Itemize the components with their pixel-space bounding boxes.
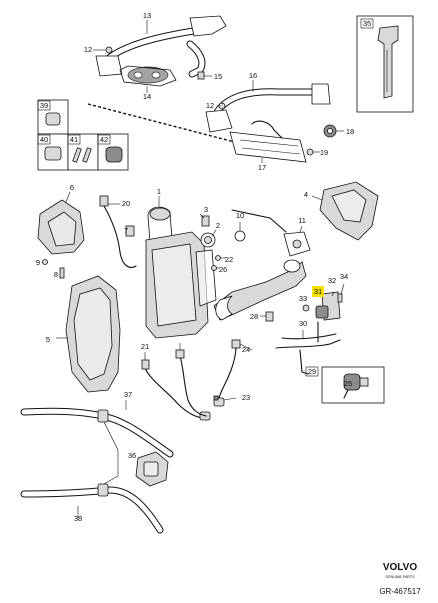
part-18-grommet[interactable] bbox=[323, 124, 337, 138]
callout-40: 40 bbox=[40, 135, 48, 144]
callout-31: 31 bbox=[314, 287, 322, 296]
brand-block: VOLVO GENUINE PARTS GR-467517 bbox=[379, 562, 421, 596]
part-34-bolt[interactable] bbox=[337, 293, 343, 303]
callout-37: 37 bbox=[124, 390, 132, 399]
callout-frame-39 bbox=[37, 100, 51, 111]
callout-1: 1 bbox=[157, 187, 161, 196]
callout-frame-35 bbox=[360, 18, 374, 29]
callout-35: 35 bbox=[363, 19, 371, 28]
part-37-hose[interactable] bbox=[20, 407, 174, 458]
callout-16: 16 bbox=[249, 71, 257, 80]
callout-19: 19 bbox=[320, 148, 328, 157]
part-1-particle-filter[interactable] bbox=[145, 206, 217, 339]
part-23-connector[interactable] bbox=[213, 395, 225, 407]
kit-box-39[interactable] bbox=[37, 99, 69, 135]
part-4-heat-shield[interactable] bbox=[319, 181, 379, 241]
callout-32: 32 bbox=[328, 276, 336, 285]
part-28-bracket[interactable] bbox=[265, 311, 274, 322]
callout-13: 13 bbox=[143, 11, 151, 20]
kit-box-41[interactable] bbox=[67, 133, 99, 171]
callout-18: 18 bbox=[346, 127, 354, 136]
callout-10: 10 bbox=[236, 211, 244, 220]
kit-box-29[interactable] bbox=[321, 366, 385, 404]
part-12-bolt-a[interactable] bbox=[105, 46, 113, 54]
callout-20: 20 bbox=[122, 199, 130, 208]
callout-22: 22 bbox=[225, 255, 233, 264]
callout-21: 21 bbox=[141, 342, 149, 351]
brand-tagline: GENUINE PARTS bbox=[385, 575, 415, 579]
callout-30: 30 bbox=[299, 319, 307, 328]
part-15-sensor[interactable] bbox=[197, 71, 212, 80]
part-5-heat-shield[interactable] bbox=[65, 275, 121, 393]
callout-9: 9 bbox=[36, 258, 40, 267]
callout-12: 12 bbox=[206, 101, 214, 110]
part-22-bolt[interactable] bbox=[215, 255, 221, 261]
part-13-front-pipe[interactable] bbox=[95, 15, 227, 78]
callout-7: 7 bbox=[124, 226, 128, 235]
callout-38: 38 bbox=[74, 514, 82, 523]
callout-15: 15 bbox=[214, 72, 222, 81]
callout-39: 39 bbox=[40, 101, 48, 110]
part-11-flange[interactable] bbox=[283, 231, 311, 257]
callout-12: 12 bbox=[84, 45, 92, 54]
callout-11: 11 bbox=[298, 216, 306, 225]
rear-pipe[interactable] bbox=[213, 259, 307, 321]
part-10-clamp[interactable] bbox=[234, 230, 246, 242]
part-3-sensor[interactable] bbox=[201, 215, 210, 227]
callout-3: 3 bbox=[204, 205, 208, 214]
kit-box-35[interactable] bbox=[356, 15, 414, 113]
callout-8: 8 bbox=[54, 270, 58, 279]
part-14-gasket[interactable] bbox=[119, 65, 177, 87]
part-8-stud[interactable] bbox=[59, 267, 65, 279]
part-31-highlight bbox=[312, 286, 324, 297]
part-38-hose[interactable] bbox=[20, 483, 164, 534]
kit-box-42[interactable] bbox=[97, 133, 129, 171]
callout-frame-42 bbox=[97, 134, 111, 145]
part-21-sensor[interactable] bbox=[141, 359, 211, 421]
callout-4: 4 bbox=[304, 190, 308, 199]
part-36-clamp-kit[interactable] bbox=[135, 451, 169, 487]
callout-29: 29 bbox=[308, 367, 316, 376]
brand-name: VOLVO bbox=[383, 562, 417, 573]
part-2-gasket[interactable] bbox=[200, 232, 216, 248]
callout-5: 5 bbox=[46, 335, 50, 344]
callout-36: 36 bbox=[128, 451, 136, 460]
part-12-bolt-b[interactable] bbox=[218, 102, 226, 110]
part-26-nut[interactable] bbox=[211, 265, 217, 271]
callout-24: 24 bbox=[242, 345, 250, 354]
part-17-heat-shield[interactable] bbox=[229, 120, 307, 163]
part-24-sensor[interactable] bbox=[217, 339, 241, 401]
callout-frame-29 bbox=[305, 366, 319, 377]
callout-26: 26 bbox=[219, 265, 227, 274]
callout-17: 17 bbox=[258, 163, 266, 172]
callout-41: 41 bbox=[70, 135, 78, 144]
callout-frame-41 bbox=[67, 134, 81, 145]
part-7-sensor[interactable] bbox=[125, 225, 135, 237]
part-20-sensor[interactable] bbox=[99, 195, 137, 269]
diagram-ref: GR-467517 bbox=[379, 587, 421, 596]
callout-34: 34 bbox=[340, 272, 348, 281]
callout-14: 14 bbox=[143, 92, 151, 101]
part-6-bracket[interactable] bbox=[37, 199, 85, 255]
callout-frame-40 bbox=[37, 134, 51, 145]
callout-23: 23 bbox=[242, 393, 250, 402]
callout-42: 42 bbox=[100, 135, 108, 144]
callout-2: 2 bbox=[216, 221, 220, 230]
part-19-clamp[interactable] bbox=[306, 148, 314, 156]
callout-28: 28 bbox=[250, 312, 258, 321]
part-9-bolt[interactable] bbox=[42, 259, 48, 265]
part-31-pressure-sensor[interactable] bbox=[315, 305, 329, 319]
part-33-nut[interactable] bbox=[302, 304, 310, 312]
callout-6: 6 bbox=[70, 183, 74, 192]
part-16-pipe[interactable] bbox=[205, 83, 331, 133]
callout-33: 33 bbox=[299, 294, 307, 303]
callout-25: 25 bbox=[344, 379, 352, 388]
kit-box-40[interactable] bbox=[37, 133, 69, 171]
